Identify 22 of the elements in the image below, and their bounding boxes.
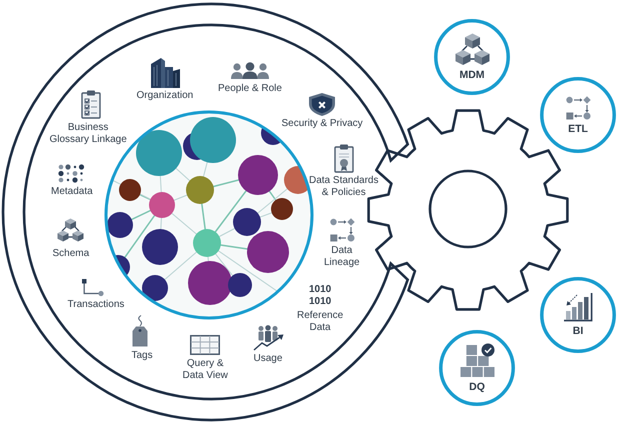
binary-digits: 1010 1010 — [309, 284, 332, 308]
category-label: Business Glossary Linkage — [50, 122, 127, 146]
category-label: Schema — [52, 248, 90, 260]
module-circle — [434, 19, 510, 95]
category-label: Reference Data — [297, 310, 344, 334]
category-label: Metadata — [51, 186, 93, 198]
module-circle — [439, 330, 515, 406]
category-label: Data Lineage — [324, 245, 360, 269]
category-label: Data Standards & Policies — [309, 175, 378, 199]
category-label: Organization — [136, 90, 194, 102]
category-label: Tags — [132, 350, 153, 362]
category-label: Query & Data View — [182, 358, 228, 382]
category-label: Usage — [254, 353, 282, 365]
category-label: Transactions — [68, 299, 124, 311]
circle-label: MDM — [459, 69, 485, 81]
circle-label: BI — [572, 325, 584, 337]
module-circle — [540, 277, 616, 353]
category-label: Security & Privacy — [282, 118, 363, 130]
circle-label: DQ — [469, 381, 485, 393]
module-circle — [540, 77, 616, 153]
circle-label: ETL — [568, 122, 588, 134]
category-label: People & Role — [218, 83, 282, 95]
